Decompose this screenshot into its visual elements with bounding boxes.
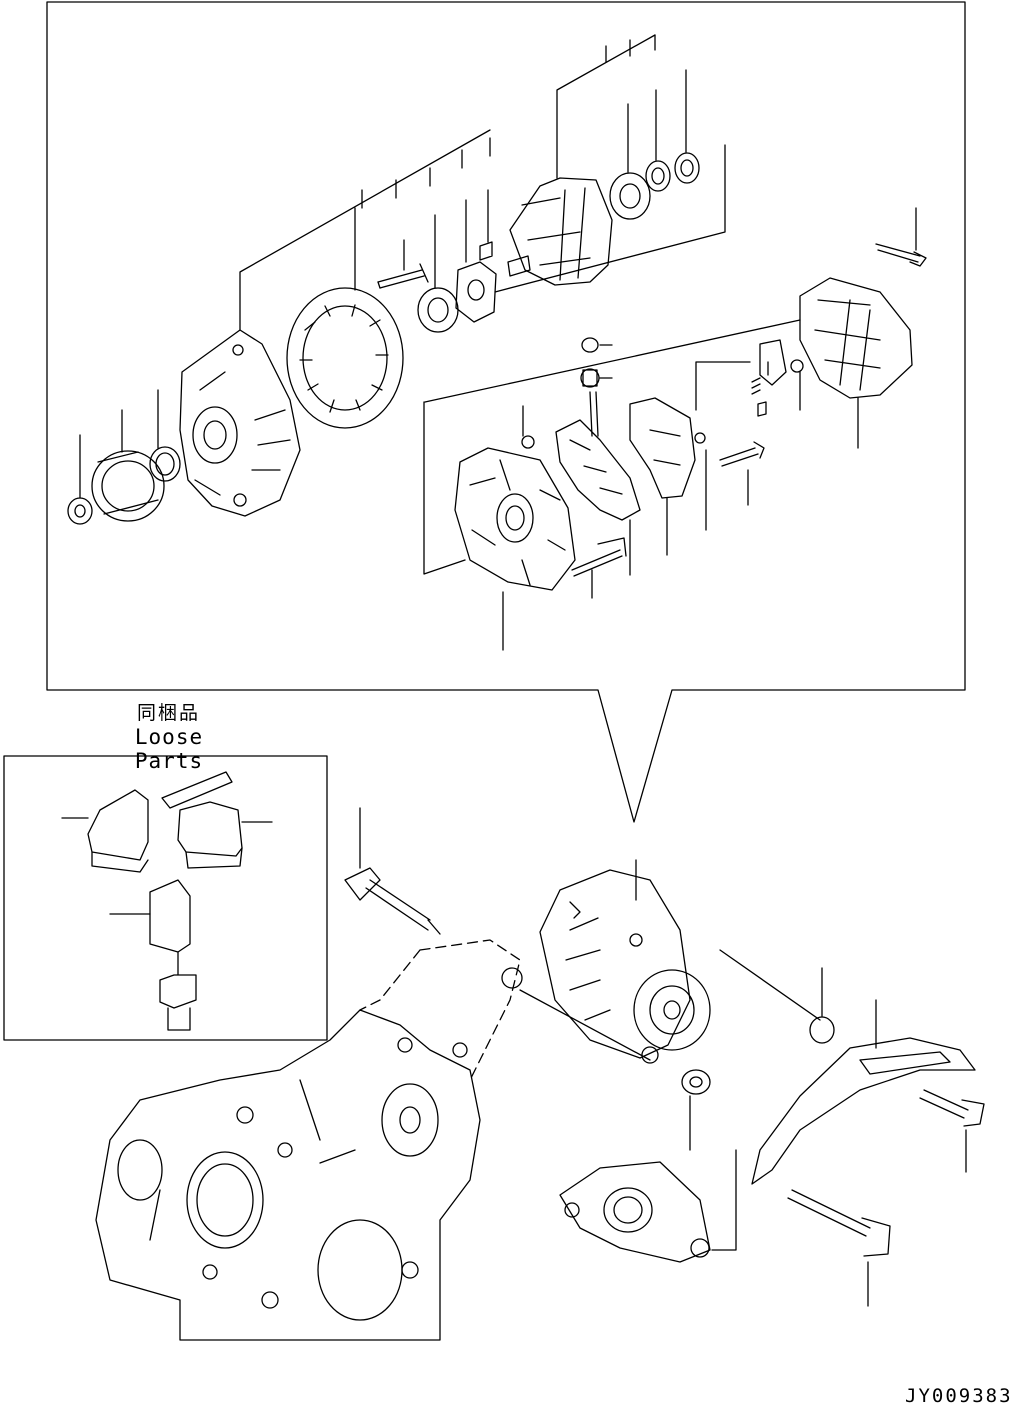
drawing-id: JY009383 <box>905 1385 1013 1407</box>
frame-bolt-icon <box>719 441 765 506</box>
regulator-screw-icon <box>694 432 707 531</box>
leader-group-front <box>361 137 491 209</box>
rear-cover-icon <box>799 277 913 449</box>
rectifier-icon <box>555 419 641 576</box>
rotor-icon <box>507 34 656 286</box>
flange-nut-icon <box>681 1069 711 1151</box>
leader-rotor-group <box>494 144 726 293</box>
brush-screw-icon <box>790 359 804 411</box>
loose-parts-label-jp: 同梱品 <box>136 702 200 724</box>
leader-rear-group <box>424 319 801 403</box>
loose-parts-label: Loose Parts <box>134 725 204 773</box>
plate-screw-icon <box>479 189 493 261</box>
regulator-icon <box>629 397 696 556</box>
commutator-end-frame-icon <box>423 401 576 651</box>
terminal-bolt-icon <box>580 337 613 437</box>
frame-bolt-lower-icon <box>571 537 627 599</box>
lock-nut-icon <box>67 434 93 525</box>
detail-frame <box>46 1 966 823</box>
spacer-icon <box>809 967 835 1044</box>
through-bolt-icon <box>875 207 927 267</box>
drive-end-frame-icon <box>179 129 491 517</box>
brush-spring-icon <box>751 377 767 417</box>
retainer-plate-icon <box>455 199 497 323</box>
bracket-bolt-icon <box>919 1089 985 1173</box>
brush-holder-icon <box>695 339 787 411</box>
terminal-nut-icon <box>521 405 535 449</box>
adjusting-bolt-icon <box>344 807 441 935</box>
ball-bearing-rear-icon <box>609 103 651 220</box>
spacer-collar-icon <box>149 389 181 482</box>
stator-icon <box>286 207 404 429</box>
relay-a-icon <box>61 789 149 873</box>
pulley-icon <box>91 409 165 522</box>
rotor-washer-icon <box>674 69 700 184</box>
mounting-bolt-icon <box>787 1189 891 1307</box>
loose-parts-frame <box>3 755 328 1041</box>
adjusting-bracket-icon <box>751 999 976 1185</box>
stud-bolt-icon <box>377 239 429 289</box>
controller-harness-icon <box>109 879 197 1031</box>
bearing-cover-icon <box>645 89 671 192</box>
alternator-assembly-icon <box>539 859 711 1064</box>
relay-b-icon <box>161 771 273 869</box>
gear-case-icon <box>95 939 821 1341</box>
mounting-bracket-icon <box>559 1149 737 1263</box>
